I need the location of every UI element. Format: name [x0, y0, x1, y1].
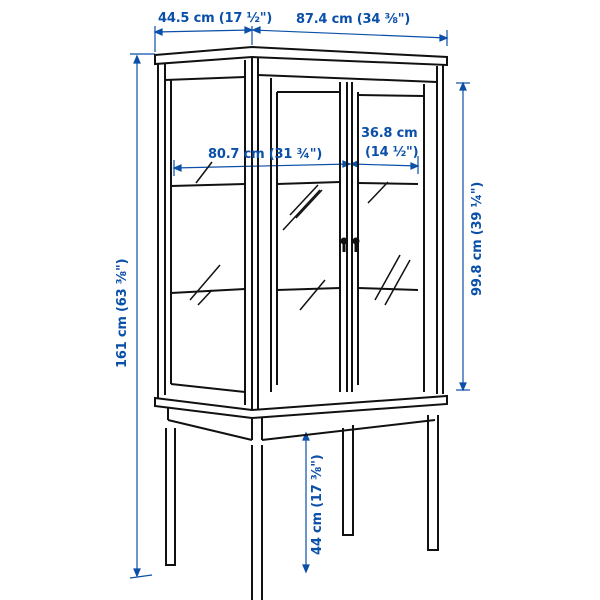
cabinet-height-label: 99.8 cm (39 ¼") [470, 181, 485, 296]
cabinet-drawing [154, 45, 448, 600]
door-handles [340, 237, 360, 252]
leg-height-label: 44 cm (17 ⅜") [310, 454, 325, 555]
shelf-depth-label-line2: (14 ½") [365, 145, 419, 160]
glass-reflections [189, 161, 411, 311]
shelf-depth-label-line1: 36.8 cm [361, 126, 418, 141]
total-height-label: 161 cm (63 ⅜") [115, 258, 130, 368]
width-label: 87.4 cm (34 ⅜") [296, 12, 411, 27]
inner-width-label: 80.7 cm (31 ¾") [208, 147, 323, 162]
left-handle-icon [340, 237, 348, 245]
depth-label: 44.5 cm (17 ½") [158, 11, 273, 26]
right-handle-icon [352, 237, 360, 245]
dimension-lines [129, 26, 470, 579]
